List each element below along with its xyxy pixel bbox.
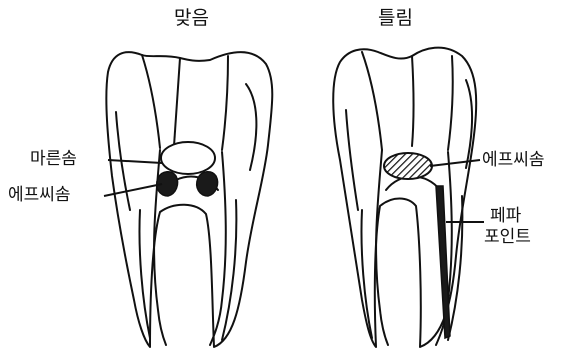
wrong-ether-cotton-leader-line xyxy=(430,160,480,166)
ether-cotton-label: 에프씨솜 xyxy=(8,185,71,205)
wrong-tooth-cusp-line-right xyxy=(448,56,453,150)
wrong-tooth-pulp-left xyxy=(376,150,388,345)
wrong-tooth-outline xyxy=(333,48,476,347)
correct-tooth-enamel-line-right xyxy=(246,84,256,170)
wrong-ether-cotton-pellet xyxy=(384,153,432,179)
wrong-tooth-cusp-line-left xyxy=(362,52,382,150)
dry-cotton-pellet xyxy=(161,142,215,174)
correct-tooth-outline xyxy=(106,52,272,347)
paper-point xyxy=(436,186,450,338)
correct-tooth-cusp-line-left xyxy=(142,55,160,148)
correct-tooth-root-inner-left xyxy=(139,210,150,338)
paper-point-label-line2: 포인트 xyxy=(484,227,531,247)
paper-point-label-line1: 페파 xyxy=(490,206,521,226)
wrong-tooth-enamel-line-left xyxy=(346,110,358,210)
correct-tooth xyxy=(106,52,272,347)
correct-tooth-cusp-line-right xyxy=(222,56,228,150)
wrong-heading: 틀림 xyxy=(378,7,413,29)
dry-cotton-leader-line xyxy=(108,160,162,163)
ether-cotton-pellet-right xyxy=(197,172,218,196)
correct-tooth-cusp-line-mid xyxy=(174,58,180,146)
correct-heading: 맞음 xyxy=(174,7,209,29)
wrong-tooth-cusp-line-mid xyxy=(412,56,414,146)
wrong-tooth xyxy=(333,48,476,347)
dry-cotton-label: 마른솜 xyxy=(30,149,77,169)
wrong-ether-cotton-label: 에프씨솜 xyxy=(482,150,545,170)
